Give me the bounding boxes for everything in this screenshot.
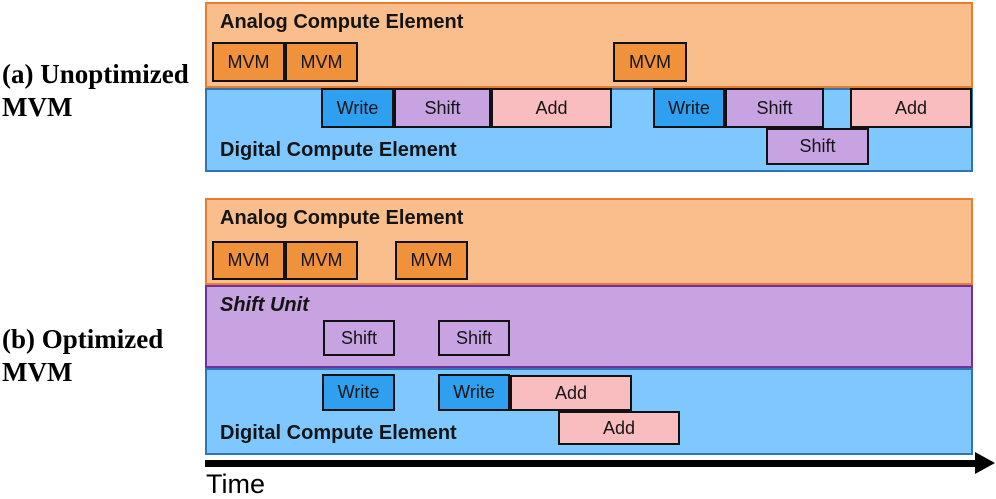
panel-a-caption-line: MVM [2,92,73,122]
time-axis-line [205,460,977,467]
panel-a-box-write-3: Write [321,88,394,128]
time-axis-label: Time [206,469,265,499]
panel-a-box-shift-9: Shift [766,128,869,165]
panel-b-caption-line: MVM [2,357,73,387]
panel-b-box-add-8: Add [558,411,680,445]
panel-a-caption-line: (a) Unoptimized [2,59,189,89]
panel-a-box-shift-7: Shift [725,88,824,128]
panel-b-box-shift-4: Shift [438,320,510,356]
panel-b-box-add-7: Add [510,375,632,411]
panel-b-band-shift-unit: Shift Unit [205,285,973,368]
panel-b-caption-line: (b) Optimized [2,324,164,354]
panel-b-band-digital-compute-element-label: Digital Compute Element [220,422,457,444]
panel-b-box-write-6: Write [438,374,510,411]
panel-a-band-digital-compute-element-label: Digital Compute Element [220,139,457,161]
panel-a-box-shift-4: Shift [394,88,491,128]
panel-a-box-mvm-1: MVM [285,42,358,82]
panel-b-box-mvm-0: MVM [212,241,285,280]
panel-b-band-shift-unit-label: Shift Unit [220,294,309,316]
panel-a-box-add-8: Add [850,88,972,128]
panel-b-box-mvm-1: MVM [285,241,358,280]
time-axis-arrowhead-icon [975,452,995,474]
panel-b-box-mvm-2: MVM [395,241,468,280]
panel-b-box-write-5: Write [322,374,395,411]
panel-a-band-analog-compute-element-label: Analog Compute Element [220,11,464,33]
panel-a-box-add-5: Add [491,88,612,128]
panel-b-box-shift-3: Shift [323,320,395,356]
panel-a-box-mvm-0: MVM [212,42,285,82]
panel-b-band-analog-compute-element-label: Analog Compute Element [220,207,464,229]
panel-a-box-mvm-2: MVM [613,42,687,82]
panel-a-box-write-6: Write [653,88,725,128]
